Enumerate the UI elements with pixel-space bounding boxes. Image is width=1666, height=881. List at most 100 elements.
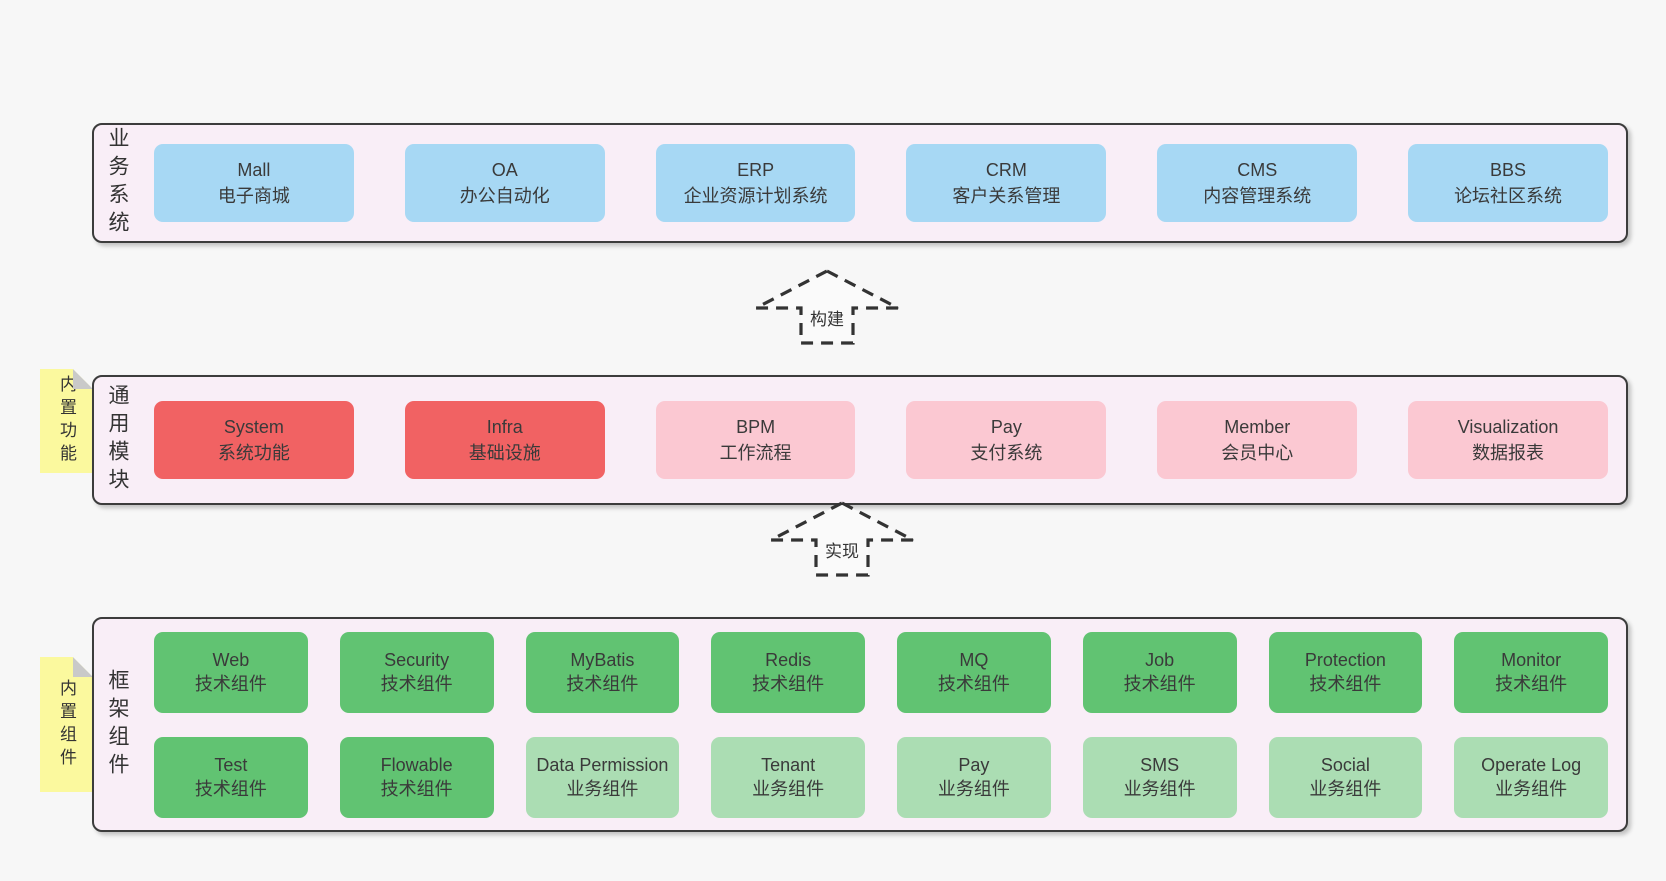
module-box-mall: Mall 电子商城 (154, 144, 354, 222)
module-name: Security (384, 650, 450, 670)
section-title-framework-components: 框架组件 (106, 668, 129, 781)
module-desc: 基础设施 (468, 443, 541, 463)
module-desc: 会员中心 (1221, 443, 1294, 463)
module-name: ERP (737, 160, 775, 180)
module-name: Visualization (1457, 417, 1559, 437)
module-name: System (223, 417, 284, 437)
arrow-label-build: 构建 (808, 305, 846, 330)
module-box-bbs: BBS 论坛社区系统 (1408, 144, 1608, 222)
module-box-monitor: Monitor 技术组件 (1454, 631, 1608, 713)
module-name: Tenant (761, 755, 816, 775)
module-name: BPM (736, 417, 776, 437)
module-desc: 业务组件 (1309, 779, 1382, 799)
module-box-test: Test 技术组件 (154, 736, 308, 818)
module-name: Data Permission (536, 755, 669, 775)
module-desc: 业务组件 (1123, 779, 1196, 799)
module-name: Test (214, 755, 248, 775)
module-desc: 业务组件 (752, 779, 825, 799)
module-box-security: Security 技术组件 (339, 631, 494, 713)
module-name: CMS (1237, 160, 1278, 180)
module-box-social: Social 业务组件 (1268, 736, 1423, 818)
module-desc: 技术组件 (380, 674, 453, 694)
module-name: MyBatis (570, 650, 635, 670)
module-name: Infra (486, 417, 523, 437)
module-desc: 企业资源计划系统 (683, 186, 828, 206)
module-name: Social (1320, 755, 1370, 775)
module-desc: 技术组件 (752, 674, 825, 694)
business-systems-grid: Mall 电子商城 OA 办公自动化 ERP 企业资源计划系统 CRM 客户关系管理 CMS 内容… (154, 144, 1608, 222)
module-name: Flowable (380, 755, 453, 775)
module-name: Job (1145, 650, 1175, 670)
module-box-system: System 系统功能 (154, 401, 354, 479)
module-box-data-permission: Data Permission 业务组件 (525, 736, 680, 818)
module-box-oa: OA 办公自动化 (404, 144, 605, 222)
module-desc: 业务组件 (1495, 779, 1568, 799)
module-box-mybatis: MyBatis 技术组件 (525, 631, 680, 713)
module-box-cms: CMS 内容管理系统 (1157, 144, 1358, 222)
sticky-label-builtin-components: 内置组件 (57, 678, 76, 771)
module-box-infra: Infra 基础设施 (404, 401, 605, 479)
module-desc: 论坛社区系统 (1454, 186, 1563, 206)
module-desc: 客户关系管理 (952, 186, 1061, 206)
module-box-bpm: BPM 工作流程 (655, 401, 856, 479)
module-desc: 系统功能 (217, 443, 290, 463)
module-name: CRM (985, 160, 1027, 180)
module-name: Pay (990, 417, 1022, 437)
module-box-tenant: Tenant 业务组件 (711, 736, 865, 818)
module-desc: 数据报表 (1472, 443, 1545, 463)
module-name: OA (491, 160, 518, 180)
module-name: Redis (765, 650, 812, 670)
module-desc: 技术组件 (1309, 674, 1382, 694)
module-box-protection: Protection 技术组件 (1268, 631, 1423, 713)
module-desc: 技术组件 (194, 779, 267, 799)
module-desc: 业务组件 (566, 779, 639, 799)
module-box-erp: ERP 企业资源计划系统 (655, 144, 856, 222)
module-desc: 支付系统 (970, 443, 1043, 463)
module-desc: 电子商城 (217, 186, 290, 206)
module-desc: 技术组件 (194, 674, 267, 694)
module-box-sms: SMS 业务组件 (1082, 736, 1237, 818)
module-box-web: Web 技术组件 (154, 631, 308, 713)
module-name: Mall (237, 160, 271, 180)
module-box-operate-log: Operate Log 业务组件 (1454, 736, 1608, 818)
sticky-note-builtin-components: 内置组件 (40, 657, 93, 792)
module-name: Monitor (1501, 650, 1562, 670)
module-desc: 办公自动化 (459, 186, 550, 206)
module-box-job: Job 技术组件 (1082, 631, 1237, 713)
module-desc: 工作流程 (719, 443, 792, 463)
module-desc: 技术组件 (937, 674, 1010, 694)
module-name: Pay (958, 755, 990, 775)
module-desc: 技术组件 (1495, 674, 1568, 694)
up-arrow-build: 构建 (752, 268, 902, 346)
module-desc: 内容管理系统 (1203, 186, 1312, 206)
module-name: SMS (1140, 755, 1180, 775)
section-common-modules: 通用模块 System 系统功能 Infra 基础设施 BPM 工作流程 Pay 支付系统 Me… (92, 375, 1628, 505)
sticky-label-builtin-features: 内置功能 (57, 375, 76, 467)
module-name: Protection (1304, 650, 1386, 670)
arrow-label-implement: 实现 (823, 537, 861, 562)
sticky-note-builtin-features: 内置功能 (40, 369, 93, 473)
module-desc: 技术组件 (566, 674, 639, 694)
module-desc: 业务组件 (937, 779, 1010, 799)
module-name: Operate Log (1481, 755, 1582, 775)
module-box-pay: Pay 支付系统 (906, 401, 1107, 479)
module-desc: 技术组件 (380, 779, 453, 799)
module-box-member: Member 会员中心 (1157, 401, 1358, 479)
section-title-common-modules: 通用模块 (106, 384, 129, 496)
module-box-redis: Redis 技术组件 (711, 631, 865, 713)
common-modules-grid: System 系统功能 Infra 基础设施 BPM 工作流程 Pay 支付系统 Member 会… (154, 401, 1608, 479)
module-box-pay: Pay 业务组件 (897, 736, 1051, 818)
module-desc: 技术组件 (1123, 674, 1196, 694)
module-name: Web (212, 650, 250, 670)
module-name: BBS (1490, 160, 1527, 180)
module-box-visualization: Visualization 数据报表 (1408, 401, 1608, 479)
module-name: MQ (959, 650, 989, 670)
module-box-flowable: Flowable 技术组件 (339, 736, 494, 818)
module-name: Member (1224, 417, 1291, 437)
up-arrow-implement: 实现 (767, 500, 917, 578)
module-box-mq: MQ 技术组件 (897, 631, 1051, 713)
